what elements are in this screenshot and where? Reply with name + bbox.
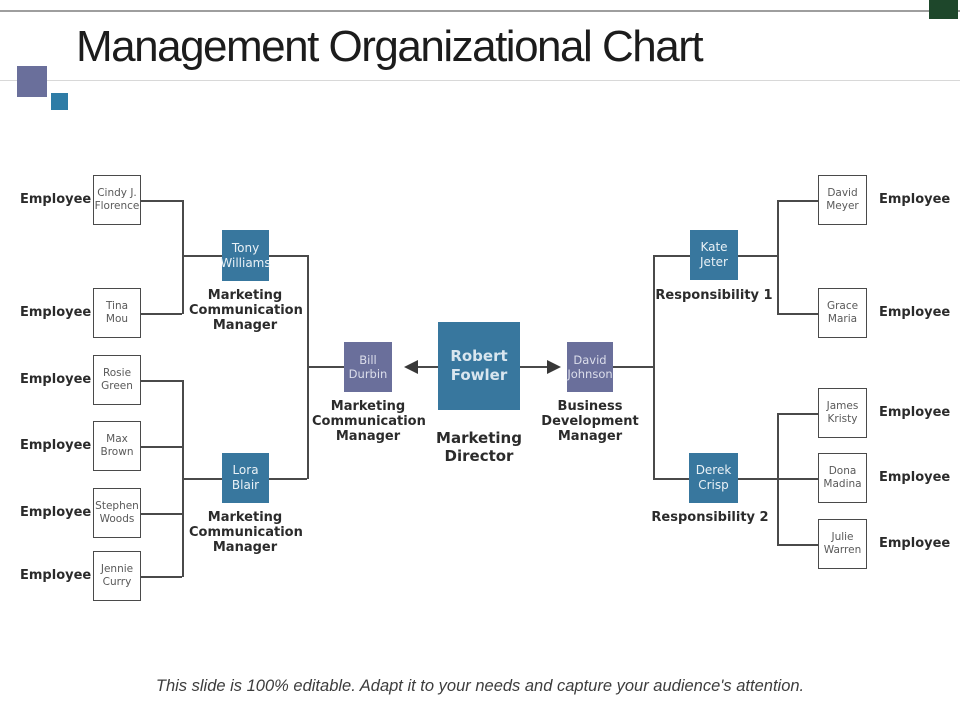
employee-box-david-meyer: David Meyer (818, 175, 867, 225)
page-title: Management Organizational Chart (76, 22, 704, 71)
employee-label: Employee (20, 438, 92, 453)
connector-line (653, 255, 690, 257)
employee-label: Employee (879, 470, 951, 485)
lead-box-derek-crisp: Derek Crisp (689, 453, 738, 503)
connector-line (141, 576, 182, 578)
lead-box-kate-jeter: Kate Jeter (690, 230, 738, 280)
employee-box-cindy-florence: Cindy J. Florence (93, 175, 141, 225)
employee-box-stephen-woods: Stephen Woods (93, 488, 141, 538)
connector-line (653, 255, 655, 479)
connector-line (141, 380, 182, 382)
manager-box-david-johnson: David Johnson (567, 342, 613, 392)
connector-line (141, 446, 182, 448)
role-label-responsibility-1: Responsibility 1 (655, 288, 773, 303)
top-divider-line (0, 10, 960, 12)
connector-line (307, 366, 344, 368)
lead-box-lora-blair: Lora Blair (222, 453, 269, 503)
blue-accent-square (51, 93, 68, 110)
connector-line (613, 366, 653, 368)
connector-line (141, 513, 182, 515)
director-box-robert-fowler: Robert Fowler (438, 322, 520, 410)
connector-line (269, 255, 307, 257)
employee-box-tina-mou: Tina Mou (93, 288, 141, 338)
employee-box-julie-warren: Julie Warren (818, 519, 867, 569)
arrow-left-icon (404, 360, 418, 374)
role-label-responsibility-2: Responsibility 2 (651, 510, 769, 525)
employee-label: Employee (879, 192, 951, 207)
green-corner-square (929, 0, 958, 19)
employee-label: Employee (20, 568, 92, 583)
role-label-david-johnson: Business Development Manager (541, 399, 639, 444)
connector-line (418, 366, 438, 368)
role-label-bill-durbin: Marketing Communication Manager (312, 399, 426, 444)
role-label-lora-blair: Marketing Communication Manager (189, 510, 303, 555)
employee-label: Employee (879, 536, 951, 551)
lead-box-tony-williams: Tony Williams (220, 230, 271, 281)
connector-line (777, 544, 818, 546)
manager-box-bill-durbin: Bill Durbin (344, 342, 392, 392)
connector-line (182, 255, 222, 257)
employee-box-grace-maria: Grace Maria (818, 288, 867, 338)
employee-label: Employee (20, 192, 92, 207)
connector-line (182, 478, 222, 480)
connector-line (141, 313, 182, 315)
connector-line (738, 255, 777, 257)
employee-label: Employee (20, 505, 92, 520)
employee-label: Employee (879, 305, 951, 320)
connector-line (777, 200, 818, 202)
connector-line (777, 413, 779, 545)
employee-label: Employee (879, 405, 951, 420)
connector-line (777, 200, 779, 314)
connector-line (777, 313, 818, 315)
connector-line (269, 478, 307, 480)
employee-box-james-kristy: James Kristy (818, 388, 867, 438)
connector-line (520, 366, 547, 368)
arrow-right-icon (547, 360, 561, 374)
connector-line (182, 200, 184, 314)
role-label-tony-williams: Marketing Communication Manager (189, 288, 303, 333)
role-label-marketing-director: Marketing Director (436, 429, 522, 465)
employee-label: Employee (20, 372, 92, 387)
connector-line (141, 200, 182, 202)
employee-box-rosie-green: Rosie Green (93, 355, 141, 405)
title-underline (0, 80, 960, 81)
employee-box-jennie-curry: Jennie Curry (93, 551, 141, 601)
purple-accent-square (17, 66, 47, 97)
connector-line (653, 478, 689, 480)
employee-label: Employee (20, 305, 92, 320)
employee-box-max-brown: Max Brown (93, 421, 141, 471)
footer-caption: This slide is 100% editable. Adapt it to… (155, 677, 805, 695)
employee-box-dona-madina: Dona Madina (818, 453, 867, 503)
connector-line (777, 413, 818, 415)
